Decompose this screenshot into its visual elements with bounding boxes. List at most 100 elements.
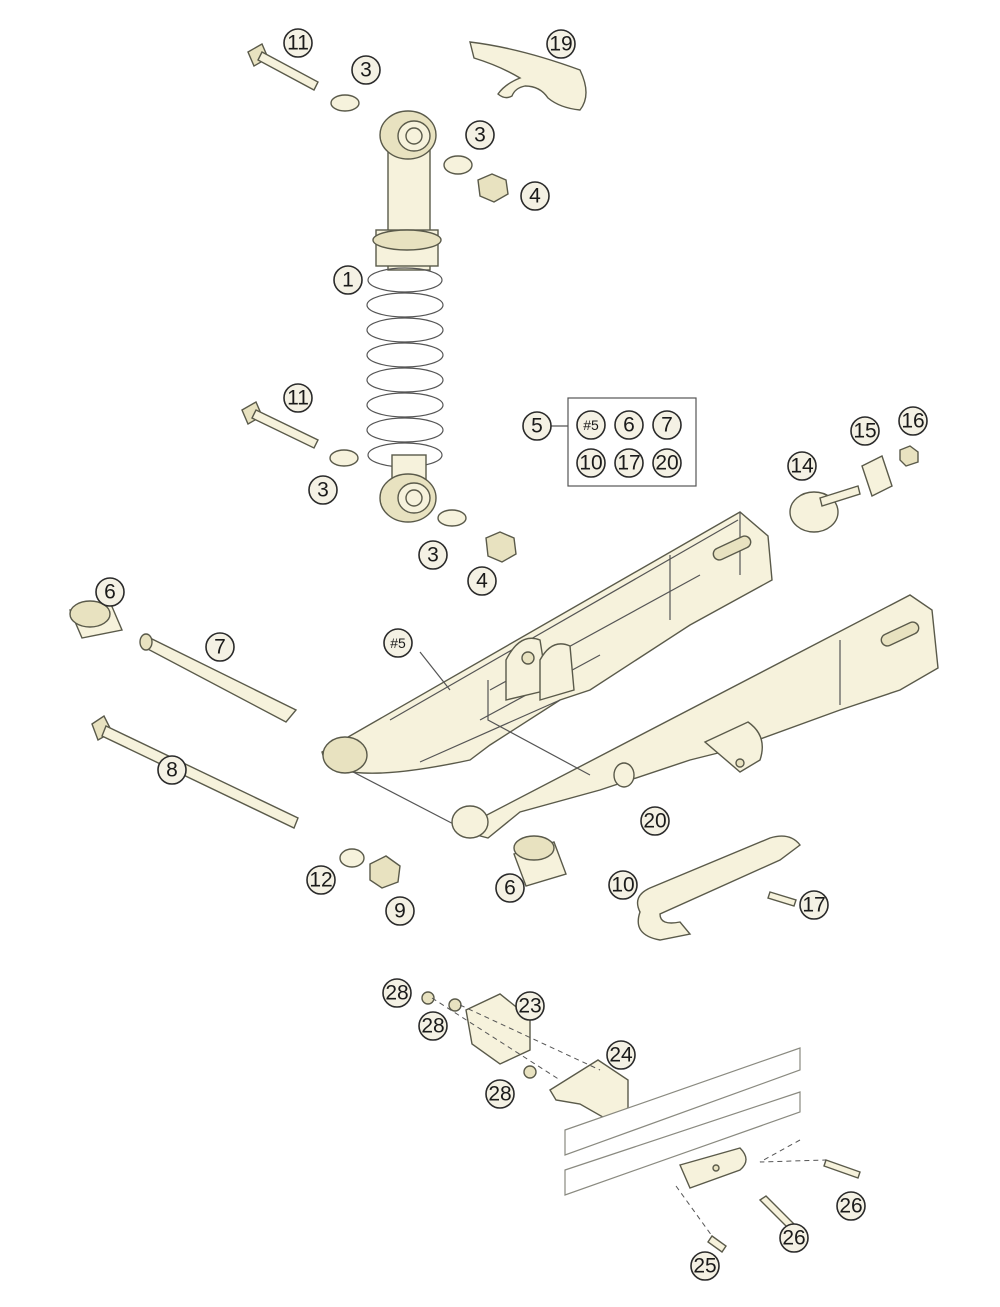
svg-text:12: 12 — [309, 869, 332, 892]
svg-text:25: 25 — [693, 1255, 716, 1278]
callout-17: 17 — [799, 890, 829, 920]
svg-text:7: 7 — [661, 414, 673, 437]
kit-item-17: 17 — [614, 448, 644, 478]
svg-text:23: 23 — [518, 995, 541, 1018]
svg-text:10: 10 — [579, 452, 602, 475]
axle-8 — [91, 714, 299, 829]
washer-3-lower-right — [437, 509, 467, 527]
svg-text:17: 17 — [617, 452, 640, 475]
svg-text:6: 6 — [504, 877, 516, 900]
svg-text:4: 4 — [476, 570, 488, 593]
svg-text:28: 28 — [421, 1015, 444, 1038]
callout-9: 9 — [385, 896, 415, 926]
roller-14-bolt — [819, 485, 861, 507]
callout-24: 24 — [606, 1040, 636, 1070]
callout-26-right: 26 — [836, 1191, 866, 1221]
svg-text:7: 7 — [214, 636, 226, 659]
kit-item-7: 7 — [652, 410, 682, 440]
bolt-26-a — [823, 1159, 861, 1179]
callout-5: 5 — [522, 411, 552, 441]
callout-26-center: 26 — [779, 1223, 809, 1253]
svg-text:8: 8 — [166, 759, 178, 782]
svg-text:#5: #5 — [583, 417, 599, 433]
washer-3-upper-right — [443, 155, 473, 175]
svg-text:4: 4 — [529, 185, 541, 208]
frame-section — [564, 1047, 801, 1196]
bushing-6-left — [69, 600, 123, 639]
svg-text:6: 6 — [623, 414, 635, 437]
callout-3-top: 3 — [351, 55, 381, 85]
kit-item-10: 10 — [576, 448, 606, 478]
screw-17 — [767, 891, 797, 907]
callout-1: 1 — [333, 265, 363, 295]
svg-text:26: 26 — [839, 1195, 862, 1218]
nut-9 — [369, 855, 401, 889]
callout-15: 15 — [850, 416, 880, 446]
chain-guide-10 — [636, 835, 801, 941]
callout-7: 7 — [205, 632, 235, 662]
callout-19: 19 — [546, 29, 576, 59]
svg-text:1: 1 — [342, 269, 354, 292]
callout-28-b: 28 — [418, 1011, 448, 1041]
svg-text:3: 3 — [474, 124, 486, 147]
nut-16 — [899, 445, 919, 467]
spanner-wrench-19 — [469, 41, 587, 111]
callout-8: 8 — [157, 755, 187, 785]
svg-text:3: 3 — [427, 544, 439, 567]
nut-28-a — [421, 991, 435, 1005]
washer-12 — [339, 848, 365, 868]
pipe-7 — [139, 633, 298, 723]
bolt-25 — [707, 1235, 727, 1253]
kit-item-20: 20 — [652, 448, 682, 478]
callout-11-top: 11 — [283, 28, 313, 58]
callout-11-lower: 11 — [283, 383, 313, 413]
sleeve-20 — [613, 762, 635, 788]
washer-3-lower-left — [329, 449, 359, 467]
washer-3-top — [330, 94, 360, 112]
svg-text:15: 15 — [853, 420, 876, 443]
nut-28-b — [448, 998, 462, 1012]
callout-4-lower: 4 — [467, 566, 497, 596]
callout-6-left: 6 — [95, 577, 125, 607]
swingarm — [321, 511, 939, 839]
callout-14: 14 — [787, 451, 817, 481]
svg-text:26: 26 — [782, 1227, 805, 1250]
plate-15 — [861, 455, 893, 497]
svg-text:24: 24 — [609, 1044, 633, 1067]
svg-text:11: 11 — [287, 387, 309, 410]
callout-6-right: 6 — [495, 873, 525, 903]
callout-3-upper-right: 3 — [465, 120, 495, 150]
bushing-6-right — [513, 835, 567, 887]
svg-text:16: 16 — [901, 410, 924, 433]
svg-text:28: 28 — [385, 982, 408, 1005]
nut-4-top — [477, 173, 509, 203]
bolt-11-lower — [241, 401, 319, 449]
kit-item-6: 6 — [614, 410, 644, 440]
svg-text:9: 9 — [394, 900, 406, 923]
callout-28-c: 28 — [485, 1079, 515, 1109]
callout-3-lower-right: 3 — [418, 540, 448, 570]
svg-text:5: 5 — [531, 415, 543, 438]
svg-text:20: 20 — [643, 810, 666, 833]
callout-23: 23 — [515, 991, 545, 1021]
svg-text:20: 20 — [655, 452, 678, 475]
svg-text:10: 10 — [611, 874, 634, 897]
callout-20: 20 — [640, 806, 670, 836]
svg-text:6: 6 — [104, 581, 116, 604]
kit-item-hash5: #5 — [576, 410, 606, 440]
callout-4-top: 4 — [520, 181, 550, 211]
svg-text:3: 3 — [360, 59, 372, 82]
callout-25: 25 — [690, 1251, 720, 1281]
svg-text:#5: #5 — [390, 635, 406, 651]
callout-10: 10 — [608, 870, 638, 900]
block-23 — [465, 993, 531, 1065]
callout-3-lower-left: 3 — [308, 475, 338, 505]
svg-text:19: 19 — [549, 33, 572, 56]
svg-text:28: 28 — [488, 1083, 511, 1106]
callout-hash5: #5 — [383, 628, 413, 658]
callout-16: 16 — [898, 406, 928, 436]
svg-text:17: 17 — [802, 894, 825, 917]
nut-28-c — [523, 1065, 537, 1079]
svg-text:11: 11 — [287, 32, 309, 55]
svg-text:3: 3 — [317, 479, 329, 502]
